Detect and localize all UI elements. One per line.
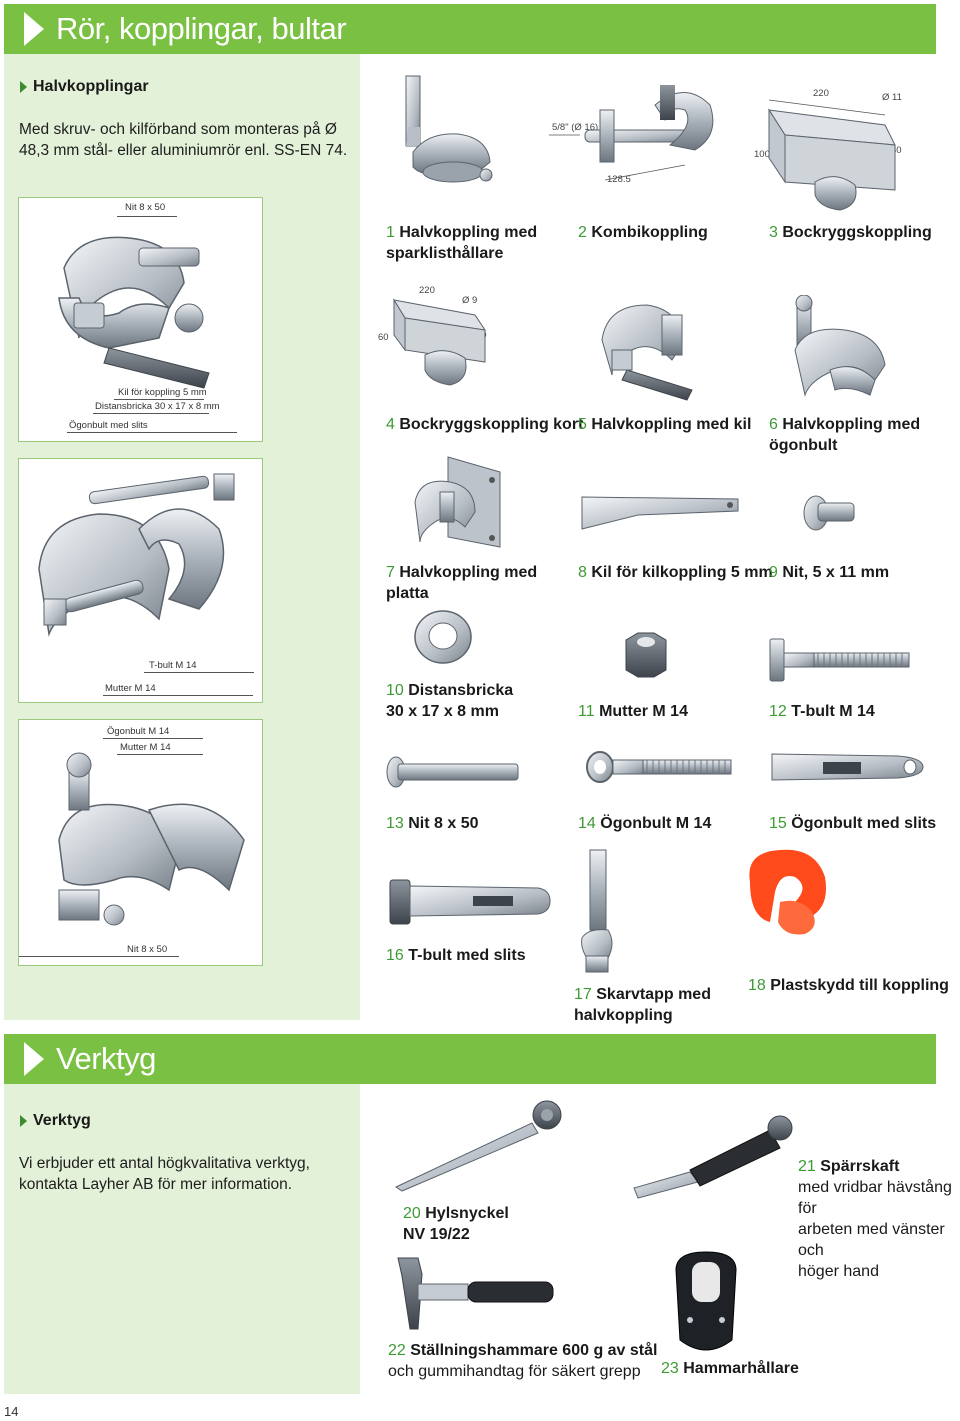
product-caption-5: 5 Halvkoppling med kil bbox=[578, 416, 752, 433]
callout-mutter-2: Mutter M 14 bbox=[120, 742, 171, 753]
product-caption-15: 15 Ögonbult med slits bbox=[769, 815, 937, 832]
saddle-coupling-short-icon bbox=[392, 298, 487, 386]
bullet-arrow-icon bbox=[20, 1115, 27, 1127]
hammer-holder-icon bbox=[675, 1251, 737, 1351]
section-arrow-icon bbox=[24, 1042, 44, 1076]
callout-distansbricka: Distansbricka 30 x 17 x 8 mm bbox=[95, 401, 220, 412]
half-coupling-skirting-holder-icon bbox=[405, 75, 493, 183]
page-number: 14 bbox=[4, 1404, 19, 1419]
tool-caption-23: 23 Hammarhållare bbox=[661, 1360, 799, 1377]
callout-kil: Kil för koppling 5 mm bbox=[118, 387, 207, 398]
coupling-tbolt-icon bbox=[38, 473, 235, 637]
t-bolt-icon bbox=[769, 638, 910, 682]
intro-text: Med skruv- och kilförband som monteras p… bbox=[19, 121, 348, 159]
tools-left-panel bbox=[4, 1084, 360, 1394]
coupling-wedge-icon bbox=[58, 236, 210, 389]
callout-nit-2: Nit 8 x 50 bbox=[127, 944, 168, 955]
spigot-coupling-icon bbox=[581, 849, 613, 973]
product-caption-4: 4 Bockryggskoppling kort bbox=[386, 416, 584, 433]
ratchet-handle-icon bbox=[633, 1115, 793, 1199]
callout-nit: Nit 8 x 50 bbox=[125, 202, 166, 213]
bullet-arrow-icon bbox=[20, 81, 27, 93]
eye-bolt-slot-icon bbox=[771, 753, 924, 781]
coupling-photo-tbolt: T-bult M 14 Mutter M 14 bbox=[18, 458, 263, 703]
product-caption-11: 11 Mutter M 14 bbox=[578, 703, 688, 720]
tools-section-header-bar: Verktyg bbox=[4, 1034, 936, 1084]
t-bolt-slot-icon bbox=[389, 879, 551, 925]
saddle-coupling-icon bbox=[768, 99, 896, 211]
section-header-bar: Rör, kopplingar, bultar bbox=[4, 4, 936, 54]
plastic-cover-icon bbox=[749, 849, 826, 935]
combi-coupling-icon bbox=[549, 85, 714, 181]
product-caption-8: 8 Kil för kilkoppling 5 mm bbox=[578, 564, 773, 581]
scaffold-hammer-icon bbox=[397, 1257, 554, 1330]
coupling-photo-eyebolt: Ögonbult M 14 Mutter M 14 Nit 8 x 50 bbox=[18, 719, 263, 966]
tools-section-title: Verktyg bbox=[56, 1041, 156, 1076]
product-caption-2: 2 Kombikoppling bbox=[578, 224, 708, 241]
rivet-icon bbox=[803, 495, 855, 531]
section-arrow-icon bbox=[24, 12, 44, 46]
product-caption-16: 16 T-bult med slits bbox=[386, 947, 526, 964]
coupling-eyebolt-icon bbox=[58, 752, 245, 926]
wedge-icon bbox=[581, 496, 739, 530]
half-coupling-wedge-icon bbox=[601, 304, 693, 401]
product-caption-9: 9 Nit, 5 x 11 mm bbox=[769, 564, 890, 581]
callout-mutter: Mutter M 14 bbox=[105, 683, 156, 694]
product-caption-14: 14 Ögonbult M 14 bbox=[578, 815, 712, 832]
half-coupling-plate-icon bbox=[414, 456, 501, 548]
washer-icon bbox=[414, 610, 472, 664]
product-caption-13: 13 Nit 8 x 50 bbox=[386, 815, 479, 832]
socket-wrench-icon bbox=[394, 1100, 562, 1192]
callout-ogonbult: Ögonbult M 14 bbox=[107, 726, 170, 737]
callout-ogonbult-slits: Ögonbult med slits bbox=[69, 420, 148, 431]
product-caption-18: 18 Plastskydd till koppling bbox=[748, 977, 949, 994]
section-title: Rör, kopplingar, bultar bbox=[56, 11, 347, 46]
product-caption-12: 12 T-bult M 14 bbox=[769, 703, 875, 720]
coupling-photo-wedge: Nit 8 x 50 Kil för koppling 5 mm Distans… bbox=[18, 197, 263, 442]
rivet-long-icon bbox=[386, 756, 519, 788]
nut-icon bbox=[625, 632, 667, 678]
half-coupling-eyebolt-icon bbox=[794, 295, 886, 397]
tools-intro-text: Vi erbjuder ett antal högkvalitativa ver… bbox=[19, 1155, 310, 1193]
callout-tbult: T-bult M 14 bbox=[149, 660, 197, 671]
subheading-halvkopplingar: Halvkopplingar bbox=[20, 78, 149, 96]
product-caption-3: 3 Bockryggskoppling bbox=[769, 224, 932, 241]
eye-bolt-icon bbox=[586, 751, 732, 783]
subheading-verktyg: Verktyg bbox=[20, 1112, 91, 1130]
